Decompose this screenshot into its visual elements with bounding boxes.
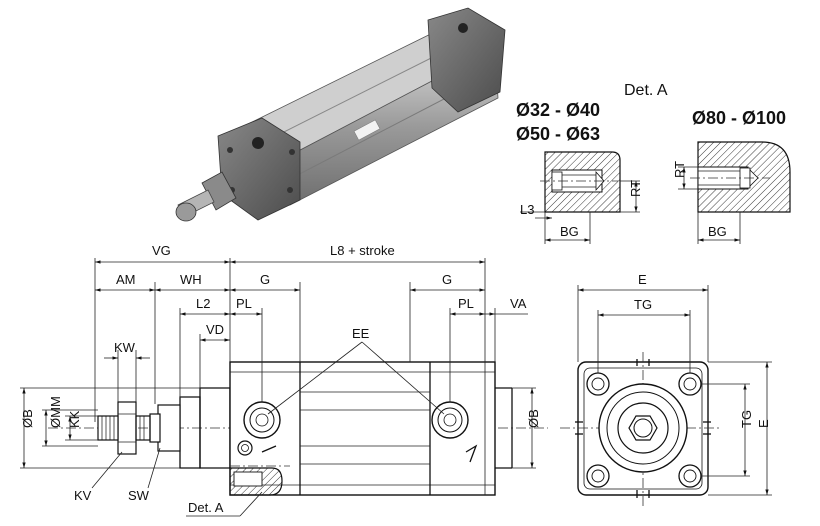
tg-top-label: TG	[634, 297, 652, 312]
vg-label: VG	[152, 243, 171, 258]
vd-label: VD	[206, 322, 224, 337]
l8-stroke-label: L8 + stroke	[330, 243, 395, 258]
tg-right-label: TG	[739, 410, 754, 428]
ob-left-label: ØB	[20, 409, 35, 428]
detail-size-small-2: Ø50 - Ø63	[516, 124, 600, 144]
det-a-callout-label: Det. A	[188, 500, 224, 515]
rt-right-label: RT	[672, 161, 687, 178]
detail-a: Det. A Ø32 - Ø40 Ø50 - Ø63 Ø80 - Ø100 BG…	[516, 82, 791, 244]
kv-label: KV	[74, 488, 92, 503]
detail-title: Det. A	[624, 82, 668, 99]
front-view: E TG TG E	[560, 272, 772, 506]
e-top-label: E	[638, 272, 647, 287]
omm-label: ØMM	[48, 396, 63, 428]
ee-label: EE	[352, 326, 370, 341]
g-right-label: G	[442, 272, 452, 287]
va-label: VA	[510, 296, 527, 311]
cylinder-3d-image	[175, 7, 506, 222]
rt-left-label: RT	[628, 180, 643, 197]
wh-label: WH	[180, 272, 202, 287]
am-label: AM	[116, 272, 136, 287]
side-view: EE	[20, 243, 548, 517]
pl-left-label: PL	[236, 296, 252, 311]
e-right-label: E	[756, 419, 771, 428]
g-left-label: G	[260, 272, 270, 287]
kw-label: KW	[114, 340, 136, 355]
kk-label: KK	[67, 410, 82, 428]
detail-size-large: Ø80 - Ø100	[692, 108, 786, 128]
detail-size-small-1: Ø32 - Ø40	[516, 100, 600, 120]
bg-right-label: BG	[708, 224, 727, 239]
ob-right-label: ØB	[526, 409, 541, 428]
bg-left-label: BG	[560, 224, 579, 239]
l2-label: L2	[196, 296, 210, 311]
l3-label: L3	[520, 202, 534, 217]
pl-right-label: PL	[458, 296, 474, 311]
sw-label: SW	[128, 488, 150, 503]
